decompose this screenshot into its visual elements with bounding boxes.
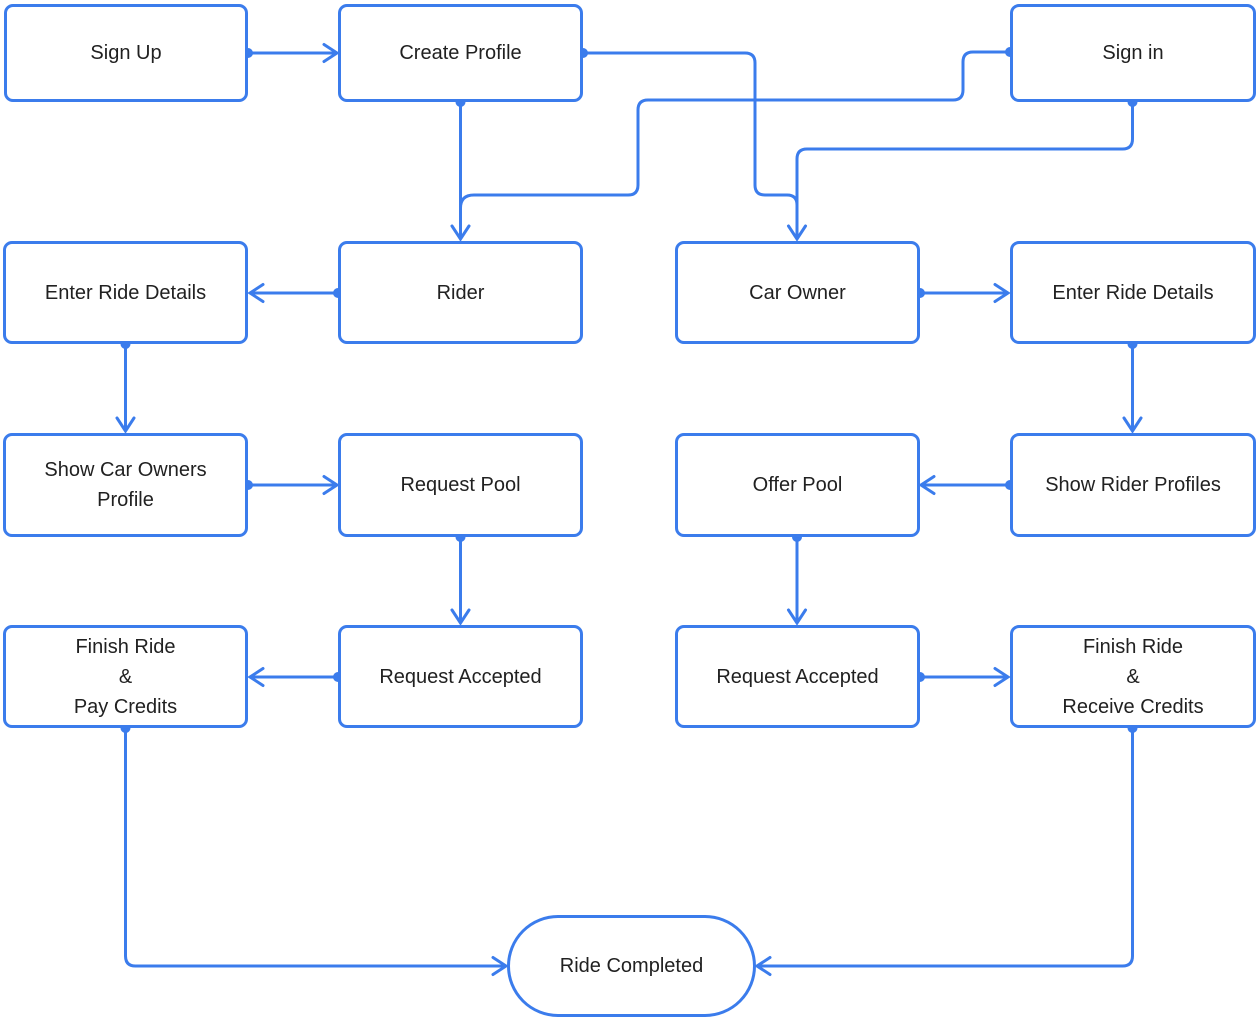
node-create-profile: Create Profile — [338, 4, 583, 102]
edge-show-rider-profiles-to-offer-pool — [918, 475, 1015, 495]
node-label: Request Accepted — [716, 665, 879, 688]
edge-finish-ride-pay-to-ride-completed — [120, 723, 509, 976]
arrowhead-down-icon — [787, 608, 807, 626]
node-show-car-owners-profile: Show Car Owners Profile — [3, 433, 248, 537]
edge-line — [459, 50, 1010, 222]
arrowhead-right-icon — [993, 667, 1011, 687]
node-enter-ride-details-left: Enter Ride Details — [3, 241, 248, 344]
node-label: Offer Pool — [752, 474, 843, 496]
arrowhead-right-icon — [993, 283, 1011, 303]
arrowhead-left-icon — [247, 667, 265, 687]
node-request-pool: Request Pool — [338, 433, 583, 537]
edge-line — [795, 102, 1134, 238]
node-label: Enter Ride Details — [1052, 281, 1214, 304]
node-label: Sign Up — [90, 42, 162, 64]
node-offer-pool: Offer Pool — [675, 433, 920, 537]
arrowhead-down-icon — [115, 416, 136, 434]
arrowhead-left-icon — [918, 475, 936, 495]
node-ride-completed: Ride Completed — [507, 915, 756, 1017]
edge-sign-in-to-car-owner — [787, 97, 1138, 242]
edge-car-owner-to-enter-ride-details — [915, 283, 1011, 303]
edge-enter-ride-details-to-show-rider-profiles — [1122, 339, 1143, 434]
arrowhead-left-icon — [754, 956, 772, 976]
arrowhead-right-icon — [322, 475, 340, 495]
node-label: Finish Ride & Receive Credits — [1062, 635, 1204, 718]
node-car-owner: Car Owner — [675, 241, 920, 344]
node-request-accepted-left: Request Accepted — [338, 625, 583, 728]
node-finish-ride-pay-credits: Finish Ride & Pay Credits — [3, 625, 248, 728]
node-label: Car Owner — [749, 281, 846, 304]
edge-show-car-owners-profile-to-request-pool — [243, 475, 340, 495]
edge-line — [758, 728, 1134, 968]
arrowhead-right-icon — [322, 43, 340, 63]
node-rider: Rider — [338, 241, 583, 344]
arrowhead-down-icon — [450, 224, 471, 242]
edge-enter-ride-details-to-show-car-owners-profile — [115, 339, 136, 434]
node-label: Request Pool — [400, 474, 521, 496]
node-label: Show Car Owners Profile — [44, 459, 207, 511]
edge-line — [583, 51, 799, 222]
arrowhead-down-icon — [1122, 416, 1143, 434]
node-label: Finish Ride & Pay Credits — [73, 635, 178, 718]
node-sign-in: Sign in — [1010, 4, 1256, 102]
node-label: Sign in — [1102, 42, 1164, 64]
node-label: Request Accepted — [379, 665, 542, 688]
edge-request-pool-to-request-accepted — [450, 532, 471, 626]
node-label: Ride Completed — [559, 955, 704, 977]
node-label: Enter Ride Details — [44, 281, 207, 304]
node-show-rider-profiles: Show Rider Profiles — [1010, 433, 1256, 537]
arrowhead-down-icon — [787, 224, 807, 242]
arrowhead-right-icon — [491, 956, 509, 976]
edge-rider-to-enter-ride-details — [247, 283, 343, 303]
node-sign-up: Sign Up — [4, 4, 248, 102]
node-finish-ride-receive-credits: Finish Ride & Receive Credits — [1010, 625, 1256, 728]
node-enter-ride-details-right: Enter Ride Details — [1010, 241, 1256, 344]
edge-request-accepted-to-finish-ride-pay — [247, 667, 343, 687]
node-request-accepted-right: Request Accepted — [675, 625, 920, 728]
node-label: Show Rider Profiles — [1045, 474, 1221, 496]
edge-sign-up-to-create-profile — [243, 43, 340, 63]
edge-finish-ride-receive-to-ride-completed — [754, 723, 1138, 976]
node-label: Create Profile — [399, 42, 522, 64]
arrowhead-left-icon — [247, 283, 265, 303]
edge-offer-pool-to-request-accepted — [787, 532, 807, 626]
edge-request-accepted-to-finish-ride-receive — [915, 667, 1011, 687]
node-label: Rider — [436, 281, 485, 304]
arrowhead-down-icon — [450, 608, 471, 626]
edge-line — [124, 728, 505, 968]
